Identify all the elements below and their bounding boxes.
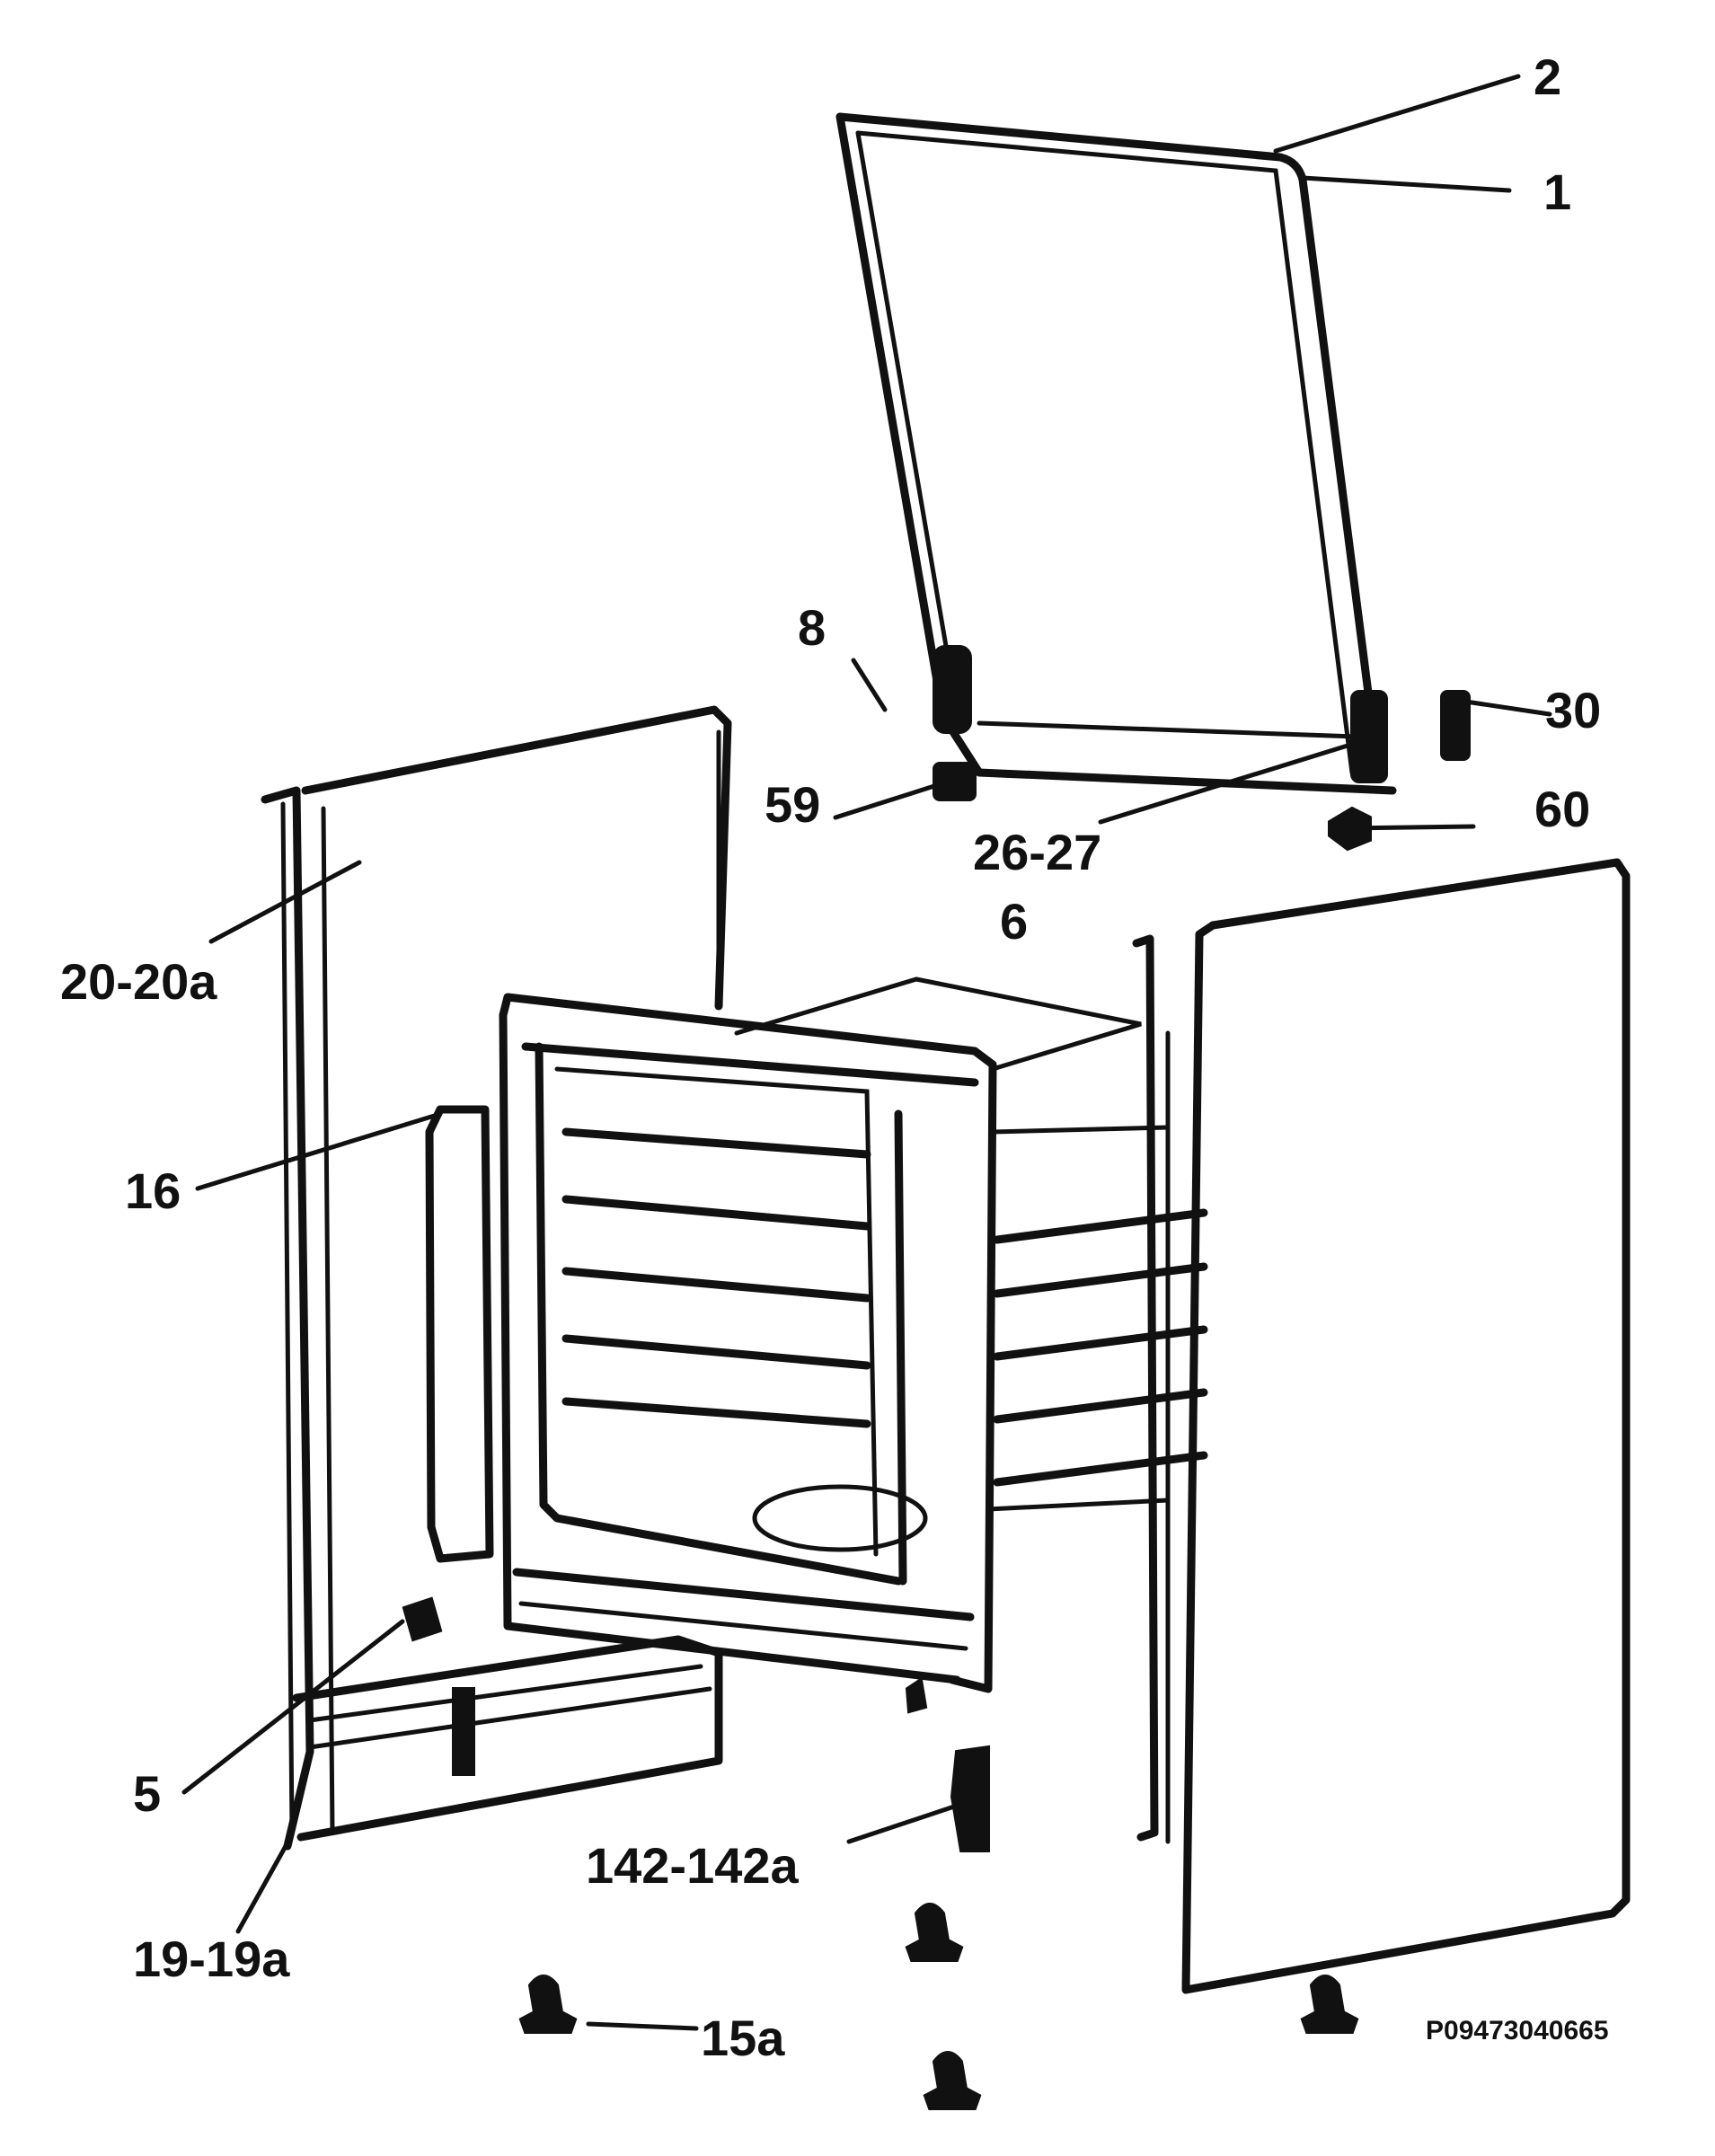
label-20-20a: 20-20a bbox=[60, 953, 217, 1010]
leader-lines bbox=[181, 74, 1552, 2031]
hinge-bracket bbox=[950, 1745, 990, 1852]
label-30: 30 bbox=[1545, 682, 1601, 738]
label-59: 59 bbox=[765, 776, 820, 833]
label-8: 8 bbox=[798, 599, 826, 656]
label-26-27: 26-27 bbox=[973, 824, 1101, 880]
label-16: 16 bbox=[125, 1162, 181, 1219]
label-60: 60 bbox=[1534, 781, 1590, 837]
left-side-panel bbox=[261, 705, 732, 1851]
label-6: 6 bbox=[1000, 893, 1028, 950]
label-1: 1 bbox=[1543, 163, 1571, 220]
base-plinth bbox=[292, 1596, 723, 1842]
tub-cabinet bbox=[425, 976, 1208, 1714]
label-2: 2 bbox=[1534, 49, 1561, 105]
drawing-code: P09473040665 bbox=[1426, 2016, 1609, 2046]
label-142-142a: 142-142a bbox=[586, 1837, 800, 1894]
label-5: 5 bbox=[133, 1765, 161, 1822]
label-15a: 15a bbox=[701, 2010, 785, 2066]
feet bbox=[518, 1903, 1359, 2110]
top-frame bbox=[835, 112, 1397, 801]
right-side-panel bbox=[1132, 858, 1631, 1994]
label-19-19a: 19-19a bbox=[133, 1931, 290, 1987]
part-labels: 2 1 8 30 59 60 26-27 6 20-20a 16 5 142-1… bbox=[60, 49, 1609, 2066]
